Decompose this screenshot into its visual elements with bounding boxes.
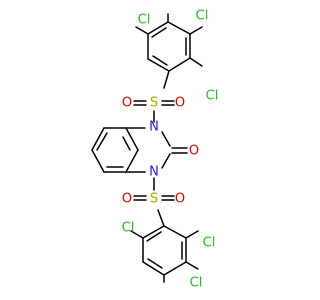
chlorine-label-top-ortho: Cl	[206, 89, 219, 104]
benzimidazolone-core	[91, 127, 188, 173]
chlorine-label-top-left: Cl	[138, 13, 151, 28]
chlorine-label-bottom-para: Cl	[190, 276, 203, 291]
bond-c-cl-top-c	[135, 26, 149, 35]
bond-c-cl-top-d	[189, 57, 203, 67]
bond-s-aryl-bottom	[157, 209, 165, 227]
chlorine-label-bottom-right: Cl	[203, 236, 216, 251]
top-aryl-ring	[147, 21, 191, 72]
bond-c-cl-bottom-c	[185, 261, 199, 270]
bond-aryl-s-top	[163, 70, 170, 89]
nitrogen-label-top: N	[149, 120, 159, 135]
chlorine-label-top-right: Cl	[196, 9, 209, 24]
sulfur-label-bottom: S	[150, 192, 158, 207]
chlorine-label-bottom-ortho: Cl	[122, 221, 135, 236]
oxygen-label-s2-left: O	[122, 192, 132, 207]
sulfur-label-top: S	[150, 96, 158, 111]
bottom-aryl-ring	[142, 225, 187, 276]
bond-c-cl-top-b	[189, 26, 203, 35]
nitrogen-label-bottom: N	[149, 165, 159, 180]
oxygen-label-s2-right: O	[175, 192, 185, 207]
oxygen-label-s1-left: O	[122, 96, 132, 111]
oxygen-label-s1-right: O	[175, 96, 185, 111]
oxygen-label-carbonyl: O	[189, 144, 199, 159]
molecular-structure-diagram: Cl Cl Cl S O O N O N S O O Cl Cl Cl	[91, 9, 219, 291]
bond-c-cl-bottom-a	[130, 230, 144, 239]
bond-c-cl-bottom-b	[185, 230, 199, 239]
